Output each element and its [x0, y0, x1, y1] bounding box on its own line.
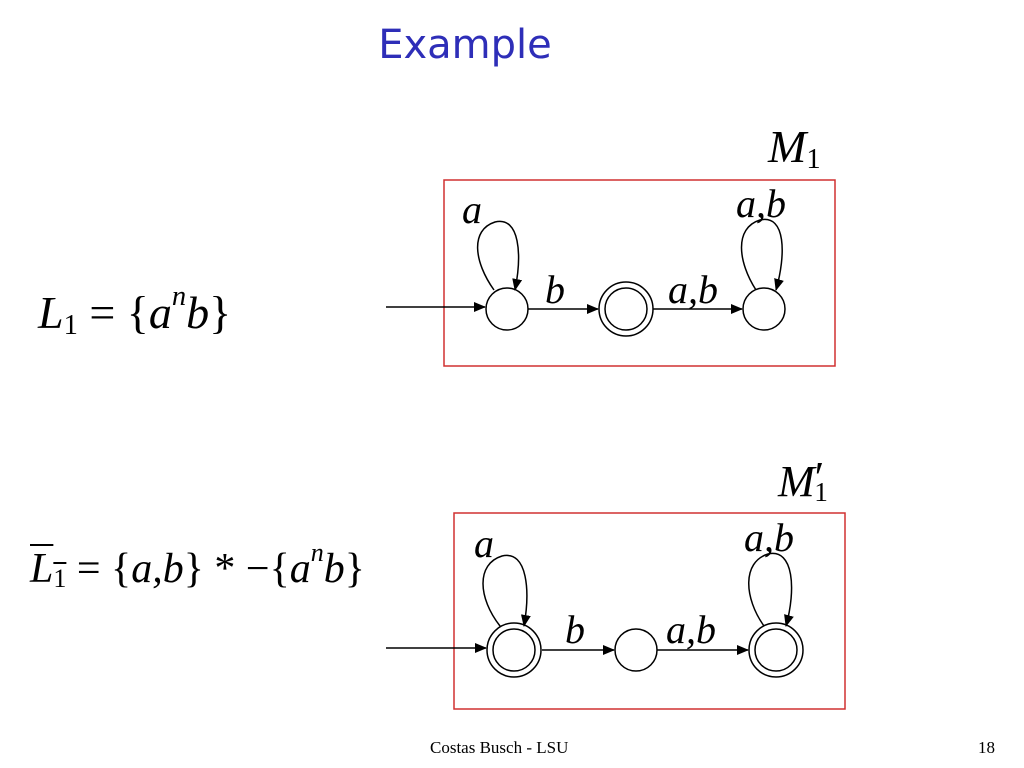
m1p-loop-label-1: a — [474, 521, 494, 566]
l1c-subscript: 1 — [53, 564, 67, 594]
l1-base: a — [148, 287, 172, 338]
l1c-equals: = { — [66, 546, 132, 592]
l1-subscript: 1 — [63, 309, 78, 341]
m1-state-q1 — [598, 281, 654, 337]
m1-subscript: 1 — [806, 143, 821, 175]
m1p-state-q2 — [748, 622, 804, 678]
l1c-exponent: n — [310, 538, 324, 568]
l1-tail: b — [186, 287, 210, 338]
l1c-alphabet: a,b — [131, 546, 184, 592]
m1-loop-label-1: a — [462, 187, 482, 232]
l1-equals: = { — [77, 287, 149, 338]
slide-title: Example — [378, 22, 552, 68]
m1p-edge-label-2: a,b — [666, 607, 716, 652]
m1-loop-q0 — [476, 220, 523, 291]
m1-edge-label-1: b — [545, 267, 565, 312]
m1p-state-q0 — [486, 622, 542, 678]
l1-complement-name: L1 — [30, 546, 66, 592]
l1c-letter: L — [30, 546, 54, 592]
m1p-prime: ′ — [814, 453, 825, 502]
m1-prime-box — [453, 512, 846, 710]
m1-letter: M — [768, 121, 807, 172]
m1p-subscript: 1 — [814, 477, 828, 508]
m1-box — [443, 179, 836, 367]
language-l1-complement: L1 = {a,b} * −{anb} — [30, 540, 365, 592]
l1-exponent: n — [171, 281, 187, 313]
language-l1: L1 = {anb} — [38, 282, 232, 339]
page-number: 18 — [978, 738, 995, 757]
m1-loop-q2 — [740, 218, 784, 291]
m1p-loop-q2 — [748, 552, 794, 627]
machine-m1-name: M1 — [768, 121, 821, 174]
m1-state-q2 — [742, 287, 786, 331]
m1p-edge-label-1: b — [565, 607, 585, 652]
m1p-state-q1 — [614, 628, 658, 672]
machine-m1-prime-name: M′1 — [778, 456, 828, 508]
m1p-loop-label-3: a,b — [744, 515, 794, 560]
l1c-tail: b — [323, 546, 345, 592]
m1-loop-label-3: a,b — [736, 181, 786, 226]
l1-close: } — [209, 287, 232, 338]
m1p-letter: M — [778, 457, 815, 506]
l1c-base: a — [289, 546, 311, 592]
footer-author: Costas Busch - LSU — [430, 738, 569, 757]
m1-edge-label-2: a,b — [668, 267, 718, 312]
l1-letter: L — [38, 287, 64, 338]
m1p-loop-q0 — [482, 554, 531, 627]
m1-state-q0 — [485, 287, 529, 331]
l1c-close: } — [344, 546, 365, 592]
l1c-star-minus: } * −{ — [183, 546, 290, 592]
